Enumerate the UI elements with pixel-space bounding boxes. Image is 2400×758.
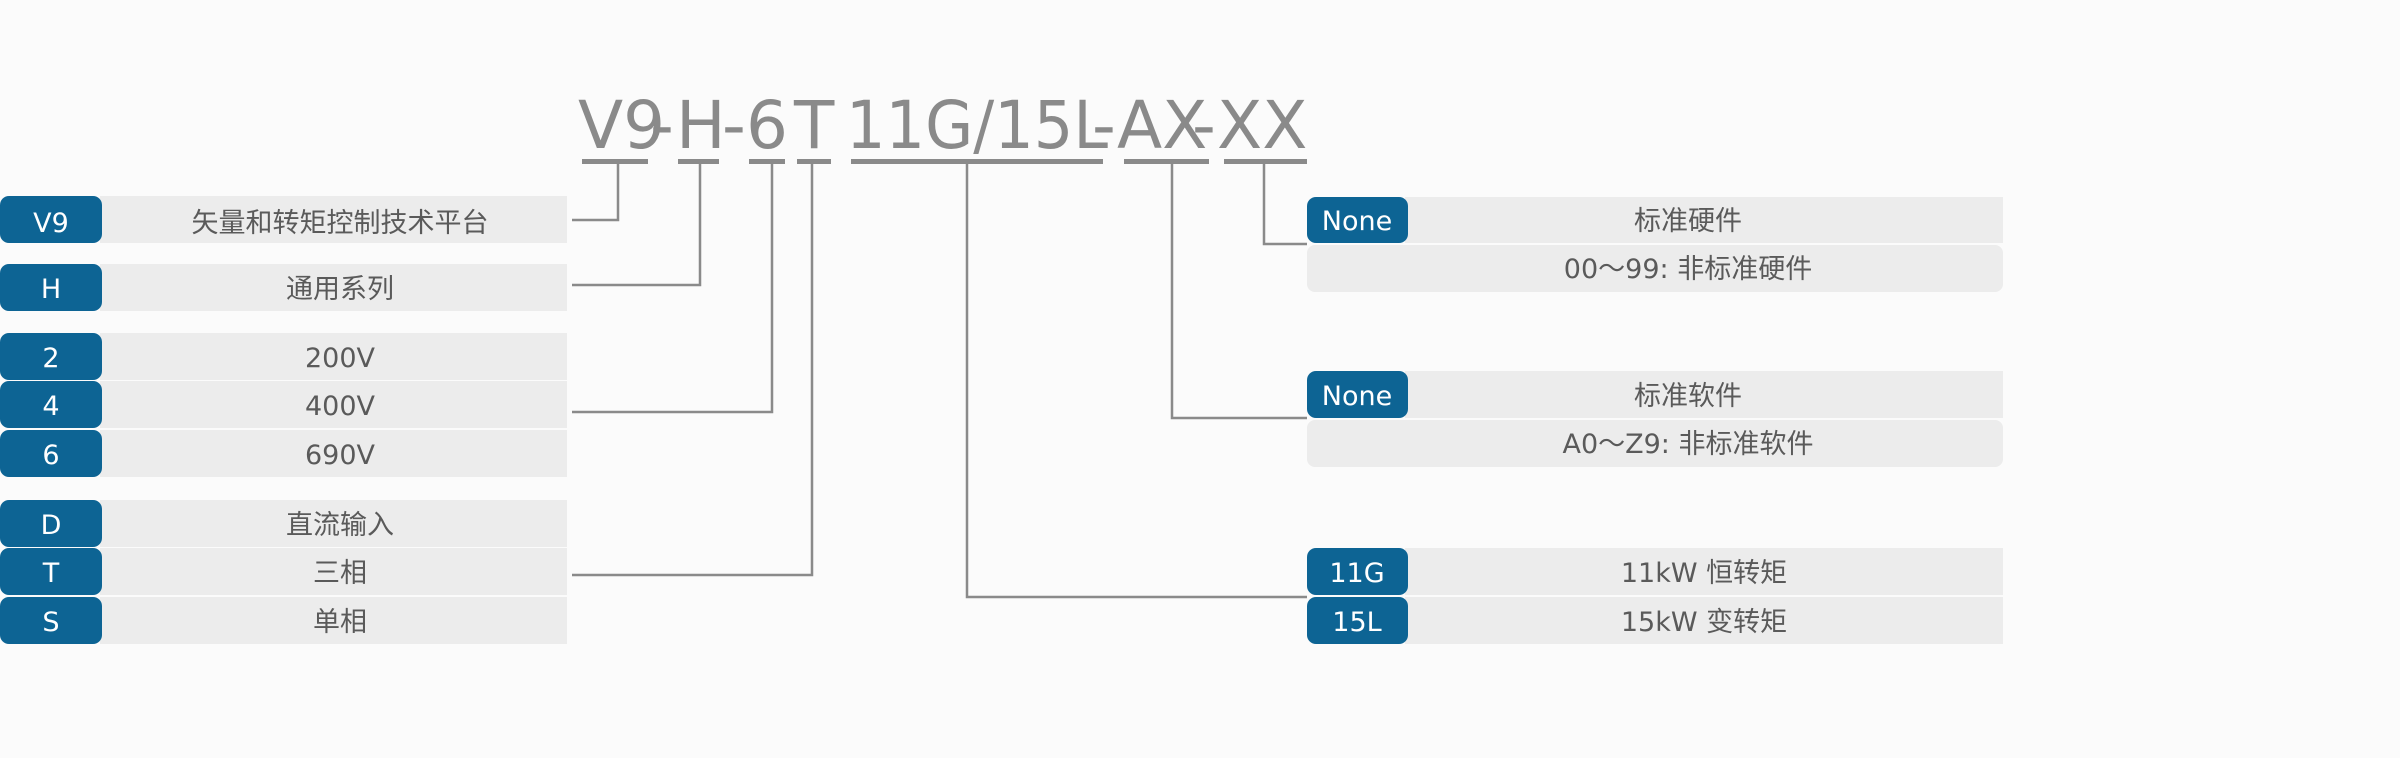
left-group-series: V9 矢量和转矩控制技术平台 bbox=[0, 196, 567, 243]
note-bar bbox=[1307, 420, 2003, 467]
right-group-software: None 标准软件 A0～Z9: 非标准软件 bbox=[1307, 371, 2003, 467]
tag-label: V9 bbox=[33, 208, 69, 239]
code-software: AX bbox=[1117, 87, 1207, 164]
row-description: 标准硬件 bbox=[1634, 206, 1742, 237]
row-bar bbox=[100, 264, 567, 311]
model-code: V9 - H - 6 T 11G/15L - AX - XX bbox=[578, 87, 1307, 164]
code-tag bbox=[1307, 371, 1408, 418]
tag-label: 4 bbox=[42, 391, 59, 422]
tag-label: 15L bbox=[1332, 607, 1381, 638]
code-tag bbox=[0, 381, 102, 428]
left-group-input: D T S 直流输入 三相 单相 bbox=[0, 500, 567, 644]
underline-input bbox=[797, 159, 831, 164]
row-description: 标准软件 bbox=[1634, 381, 1742, 412]
row-description: 直流输入 bbox=[286, 510, 394, 541]
row-note: A0～Z9: 非标准软件 bbox=[1562, 429, 1813, 460]
row-description: 15kW 变转矩 bbox=[1621, 607, 1787, 638]
underline-type bbox=[678, 159, 719, 164]
row-bar bbox=[100, 597, 567, 644]
row-bar bbox=[1405, 548, 2003, 595]
code-voltage: 6 bbox=[746, 87, 788, 164]
tag-label: T bbox=[42, 558, 60, 589]
code-separator: - bbox=[1092, 87, 1116, 164]
leader-input bbox=[572, 164, 814, 577]
row-bar bbox=[1405, 197, 2003, 243]
left-group-type: H 通用系列 bbox=[0, 264, 567, 311]
code-separator: - bbox=[1192, 87, 1216, 164]
row-bar bbox=[100, 500, 567, 547]
row-bar bbox=[100, 548, 567, 595]
leader-type bbox=[572, 164, 702, 287]
tag-label: 6 bbox=[42, 440, 59, 471]
code-hardware: XX bbox=[1217, 87, 1307, 164]
code-tag bbox=[0, 500, 102, 547]
code-tag bbox=[0, 430, 102, 477]
leader-lines bbox=[572, 164, 1307, 599]
code-power: 11G/15L bbox=[846, 87, 1108, 164]
row-description: 三相 bbox=[313, 558, 367, 589]
row-bar bbox=[100, 196, 567, 243]
row-description: 690V bbox=[305, 440, 376, 471]
row-bar bbox=[1405, 371, 2003, 418]
code-input: T bbox=[793, 87, 835, 164]
code-tag bbox=[1307, 597, 1408, 644]
row-description: 通用系列 bbox=[286, 274, 394, 305]
leader-voltage bbox=[572, 164, 774, 414]
row-bar bbox=[1405, 597, 2003, 644]
leader-hardware bbox=[1262, 164, 1307, 246]
tag-label: 11G bbox=[1329, 558, 1384, 589]
left-group-voltage: 2 4 6 200V 400V 690V bbox=[0, 333, 567, 477]
right-group-power: 11G 15L 11kW 恒转矩 15kW 变转矩 bbox=[1307, 548, 2003, 644]
row-bar bbox=[100, 333, 567, 380]
code-tag bbox=[0, 548, 102, 595]
row-bar bbox=[100, 430, 567, 477]
code-tag bbox=[0, 597, 102, 644]
row-description: 11kW 恒转矩 bbox=[1621, 558, 1787, 589]
tag-label: D bbox=[41, 510, 62, 541]
underline-hardware bbox=[1224, 159, 1307, 164]
code-separator: - bbox=[722, 87, 746, 164]
code-series: V9 bbox=[578, 87, 665, 164]
code-tag bbox=[0, 264, 102, 311]
code-tag bbox=[0, 196, 102, 243]
leader-software bbox=[1170, 164, 1307, 420]
row-description: 矢量和转矩控制技术平台 bbox=[192, 208, 489, 239]
row-note: 00～99: 非标准硬件 bbox=[1564, 254, 1812, 285]
code-tag bbox=[0, 333, 102, 380]
row-description: 400V bbox=[305, 391, 376, 422]
row-description: 200V bbox=[305, 343, 376, 374]
tag-label: 2 bbox=[42, 343, 59, 374]
code-separator: - bbox=[650, 87, 674, 164]
code-type: H bbox=[676, 87, 726, 164]
row-description: 单相 bbox=[313, 607, 367, 638]
tag-label: H bbox=[41, 274, 61, 305]
leader-power bbox=[965, 164, 1307, 599]
row-bar bbox=[100, 381, 567, 428]
underline-software bbox=[1124, 159, 1209, 164]
underline-voltage bbox=[749, 159, 785, 164]
code-tag bbox=[1307, 197, 1408, 243]
underline-series bbox=[582, 159, 648, 164]
underline-power bbox=[851, 159, 1103, 164]
right-group-hardware: None 标准硬件 00～99: 非标准硬件 bbox=[1307, 197, 2003, 292]
tag-label: None bbox=[1322, 381, 1392, 412]
note-bar bbox=[1307, 245, 2003, 292]
tag-label: None bbox=[1322, 206, 1392, 237]
code-tag bbox=[1307, 548, 1408, 595]
tag-label: S bbox=[42, 607, 59, 638]
leader-series bbox=[572, 164, 620, 222]
